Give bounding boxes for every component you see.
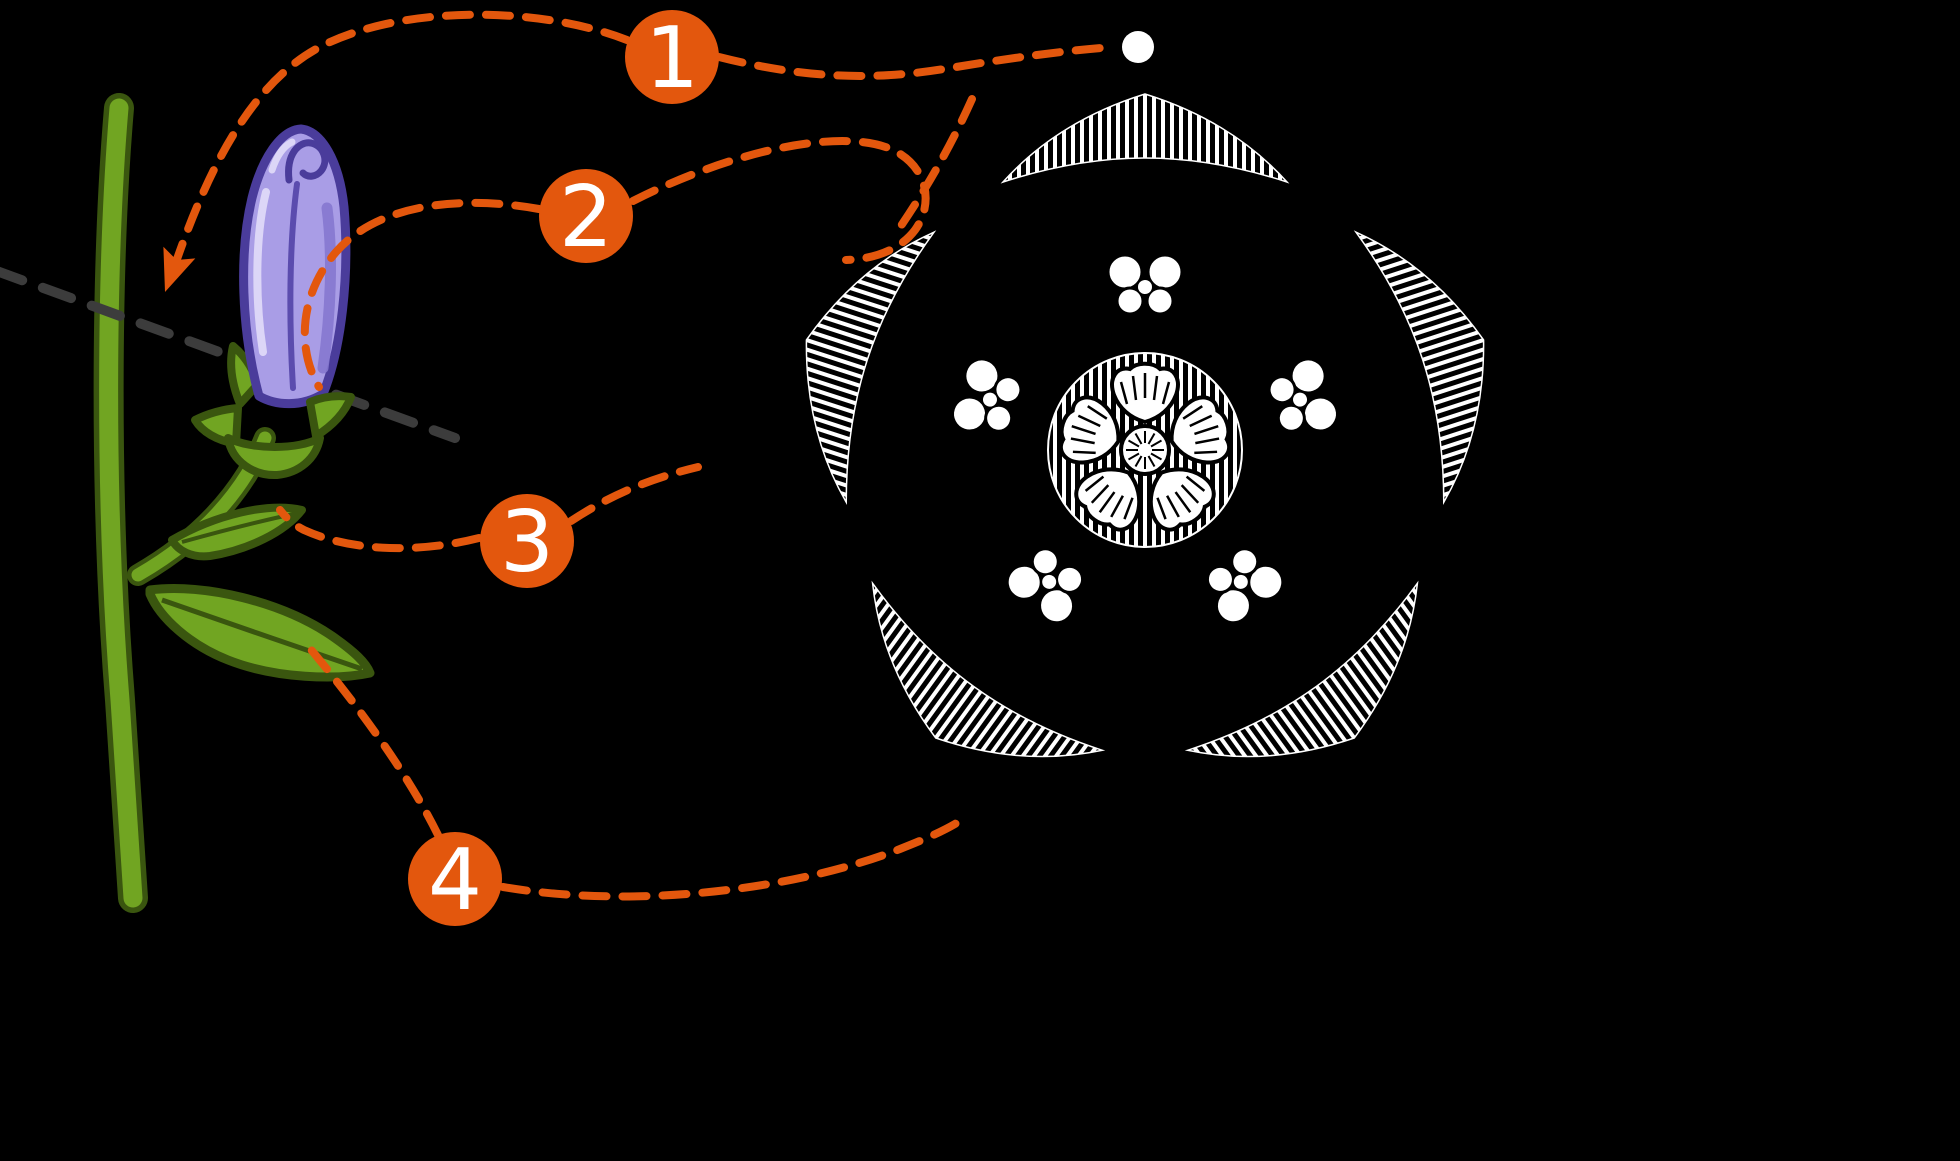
leader-2-to-bud: [300, 198, 543, 391]
label-1: 1: [625, 9, 719, 108]
arrowhead: [163, 246, 196, 292]
leader-4-to-leaf: [299, 636, 442, 839]
bud-shade: [317, 202, 336, 374]
leader-3-to-diagram: [567, 463, 702, 525]
label-3: 3: [480, 493, 574, 592]
leader-2-to-corolla-branch: [890, 95, 976, 240]
ovary-cross-section: [1047, 352, 1243, 548]
label-2-number: 2: [559, 168, 613, 267]
label-3-circle: [480, 494, 574, 588]
number-labels: 1 2 3 4: [408, 9, 719, 930]
leader-2-to-corolla: [629, 137, 930, 264]
bud-highlight-small: [268, 138, 296, 174]
label-2-circle: [539, 169, 633, 263]
label-2: 2: [539, 168, 633, 267]
bud-highlight: [253, 188, 270, 356]
label-4-number: 4: [428, 831, 482, 930]
axis-dot: [1122, 31, 1154, 63]
label-3-number: 3: [500, 493, 554, 592]
stem: [93, 93, 148, 913]
leader-3-to-calyx: [276, 506, 483, 553]
style-center: [1119, 424, 1171, 476]
label-1-circle: [625, 10, 719, 104]
label-1-number: 1: [645, 9, 699, 108]
leader-4-to-bract: [499, 815, 967, 901]
label-4-circle: [408, 832, 502, 926]
flower-bud: [239, 124, 351, 409]
flower-illustration: [0, 93, 460, 913]
bud-crease: [287, 181, 300, 391]
leader-lines: [172, 10, 1118, 901]
label-4: 4: [408, 831, 502, 930]
bud-tip-curl: [285, 139, 329, 184]
calyx: [191, 392, 355, 480]
leader-1-to-stem: [172, 10, 631, 266]
leader-1-to-axis-dot: [715, 43, 1118, 80]
section-plane-line: [0, 266, 460, 443]
floral-diagram: [761, 31, 1529, 823]
